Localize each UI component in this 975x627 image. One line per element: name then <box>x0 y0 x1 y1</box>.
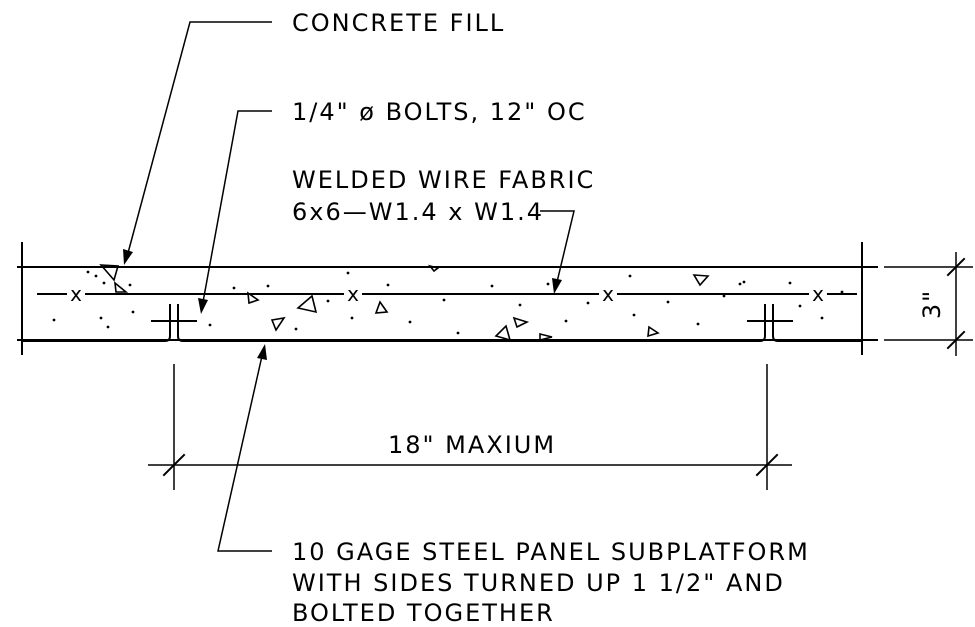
concrete-hatch <box>52 264 844 342</box>
welded-wire-fabric: x x x x <box>37 282 857 306</box>
label-wwf-line2: 6x6—W1.4 x W1.4 <box>292 198 544 226</box>
label-bolts: 1/4" ø BOLTS, 12" OC <box>292 98 587 126</box>
label-panel-line2: WITH SIDES TURNED UP 1 1/2" AND <box>292 569 785 597</box>
thickness-dimension <box>884 252 973 356</box>
label-panel-line3: BOLTED TOGETHER <box>292 599 555 627</box>
wire-cross-mark: x <box>347 282 359 306</box>
steel-panel <box>21 304 863 342</box>
slab-outline <box>17 242 878 355</box>
span-dimension <box>148 364 792 490</box>
label-wwf-line1: WELDED WIRE FABRIC <box>292 166 595 194</box>
leader-bolts <box>198 110 272 314</box>
leader-steel-panel <box>217 344 272 552</box>
leader-concrete-fill <box>123 21 272 265</box>
leader-welded-wire-fabric <box>540 210 575 294</box>
wire-cross-mark: x <box>812 282 824 306</box>
wire-cross-mark: x <box>602 282 614 306</box>
label-thickness: 3" <box>918 289 946 319</box>
label-span: 18" MAXIUM <box>388 431 556 459</box>
label-panel-line1: 10 GAGE STEEL PANEL SUBPLATFORM <box>292 538 810 566</box>
wire-cross-mark: x <box>70 282 82 306</box>
label-concrete-fill: CONCRETE FILL <box>292 9 505 37</box>
